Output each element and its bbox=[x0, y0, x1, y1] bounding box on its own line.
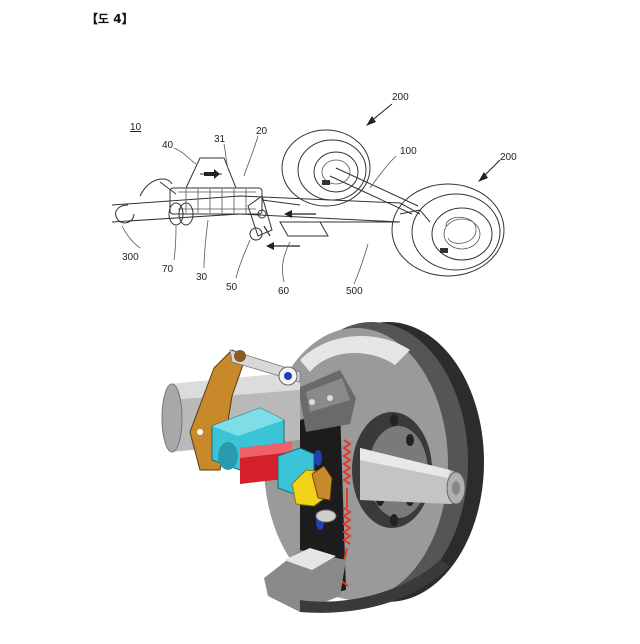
ref-50: 50 bbox=[226, 282, 238, 293]
ref-200-a: 200 bbox=[392, 92, 409, 103]
ref-31: 31 bbox=[214, 134, 226, 145]
figure-label: 【도 4】 bbox=[86, 12, 134, 26]
ref-20: 20 bbox=[256, 126, 268, 137]
ref-100: 100 bbox=[400, 146, 417, 157]
line-drawing: 10 40 31 20 200 100 200 300 70 30 50 60 … bbox=[111, 92, 517, 297]
ref-10: 10 bbox=[130, 122, 142, 133]
ref-60: 60 bbox=[278, 286, 290, 297]
ref-200-b: 200 bbox=[500, 152, 517, 163]
hitch-hook bbox=[115, 204, 135, 224]
brake-shoe-bottom bbox=[264, 550, 346, 612]
ref-70: 70 bbox=[162, 264, 174, 275]
wheel-rear bbox=[281, 129, 371, 207]
bracket bbox=[185, 157, 237, 189]
wheel-front bbox=[391, 183, 505, 277]
ref-40: 40 bbox=[162, 140, 174, 151]
lever-arm bbox=[189, 349, 247, 471]
ref-30: 30 bbox=[196, 272, 208, 283]
drum-brake-render bbox=[161, 322, 484, 613]
pivot-pin bbox=[284, 372, 292, 380]
ref-500: 500 bbox=[346, 286, 363, 297]
ref-300: 300 bbox=[122, 252, 139, 263]
